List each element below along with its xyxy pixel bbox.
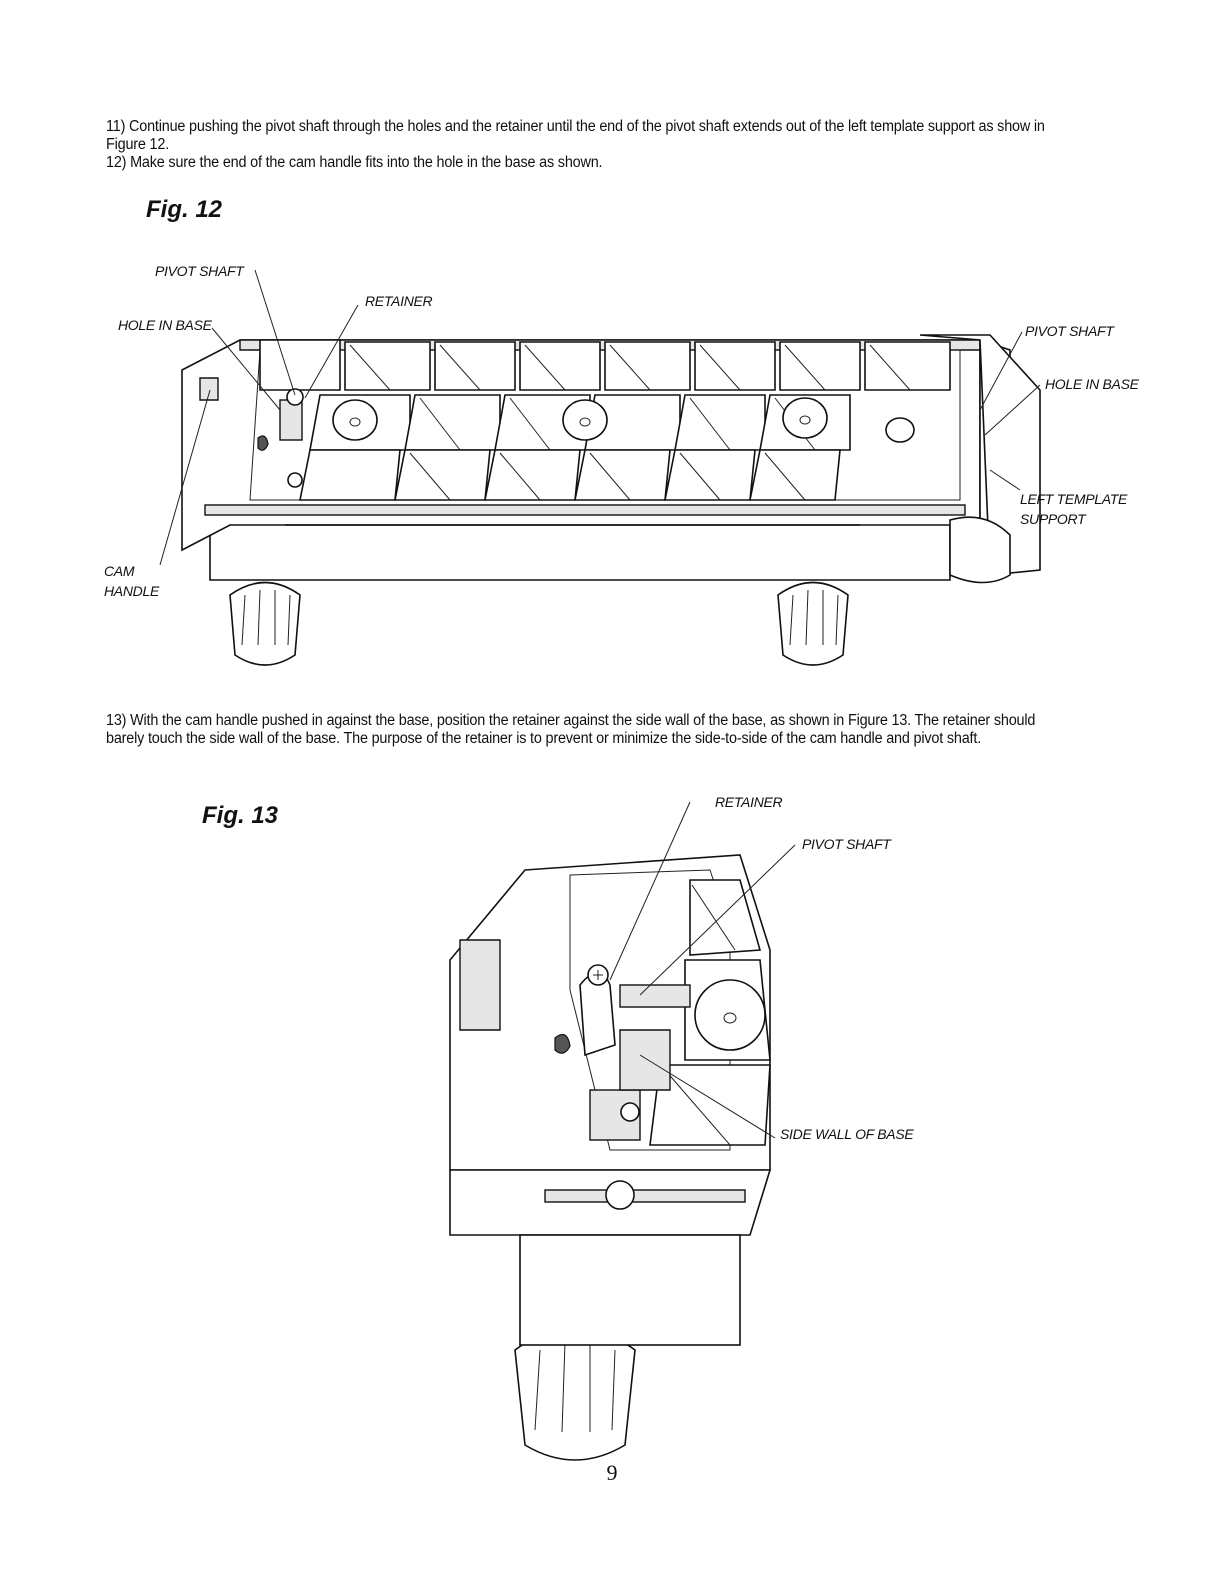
- fig12-cam-handle: [199, 377, 219, 401]
- step-12-text: 12) Make sure the end of the cam handle …: [106, 154, 603, 171]
- fig12-leader-lines: [159, 269, 1041, 566]
- instruction-step-13: 13) With the cam handle pushed in agains…: [106, 712, 1045, 748]
- fig12-pivot-shaft: [204, 504, 966, 516]
- fig12-label-retainer: RETAINER: [365, 293, 433, 309]
- fig12-template-discs: [332, 397, 915, 443]
- fig13-side-wall: [619, 1029, 671, 1091]
- figure-13-drawing: [449, 801, 796, 1461]
- fig12-left-template-support: [919, 334, 1041, 576]
- step-11-text: 11) Continue pushing the pivot shaft thr…: [106, 118, 1045, 153]
- fig12-label-cam-handle-line2: HANDLE: [104, 583, 159, 599]
- figure-13-title: Fig. 13: [202, 802, 279, 829]
- fig12-upper-cells: [259, 339, 951, 391]
- fig13-label-pivot-shaft: PIVOT SHAFT: [802, 836, 891, 852]
- fig12-label-cam-handle-line1: CAM: [104, 563, 135, 579]
- fig12-label-hole-in-base-right: HOLE IN BASE: [1045, 376, 1139, 392]
- fig12-front-rail: [209, 519, 951, 581]
- fig12-lower-cells: [299, 449, 841, 501]
- figure-12-drawing: [159, 269, 1041, 666]
- fig12-middle-cells: [309, 394, 851, 451]
- fig12-label-pivot-shaft-right: PIVOT SHAFT: [1025, 323, 1114, 339]
- instruction-steps-11-12: 11) Continue pushing the pivot shaft thr…: [106, 118, 1045, 172]
- fig12-retainer-part: [279, 399, 303, 441]
- fig13-template-disc: [694, 979, 766, 1051]
- fig12-label-left-template-support-line1: LEFT TEMPLATE: [1020, 491, 1128, 507]
- fig12-label-hole-in-base-left: HOLE IN BASE: [118, 317, 212, 333]
- fig12-label-pivot-shaft-left: PIVOT SHAFT: [155, 263, 244, 279]
- fig12-knob-right: [777, 581, 849, 666]
- fig13-leader-lines: [609, 801, 796, 1139]
- fig12-knob-left: [229, 581, 301, 666]
- fig13-cam-handle: [459, 939, 501, 1031]
- fig13-label-side-wall-of-base: SIDE WALL OF BASE: [780, 1126, 914, 1142]
- fig12-label-left-template-support-line2: SUPPORT: [1020, 511, 1086, 527]
- page-number: 9: [606, 1460, 618, 1485]
- fig13-label-retainer: RETAINER: [715, 794, 783, 810]
- fig13-pivot-shaft: [619, 984, 691, 1008]
- step-13-text: 13) With the cam handle pushed in agains…: [106, 712, 1036, 747]
- figure-12-title: Fig. 12: [146, 196, 223, 223]
- fig13-knob: [514, 1326, 636, 1461]
